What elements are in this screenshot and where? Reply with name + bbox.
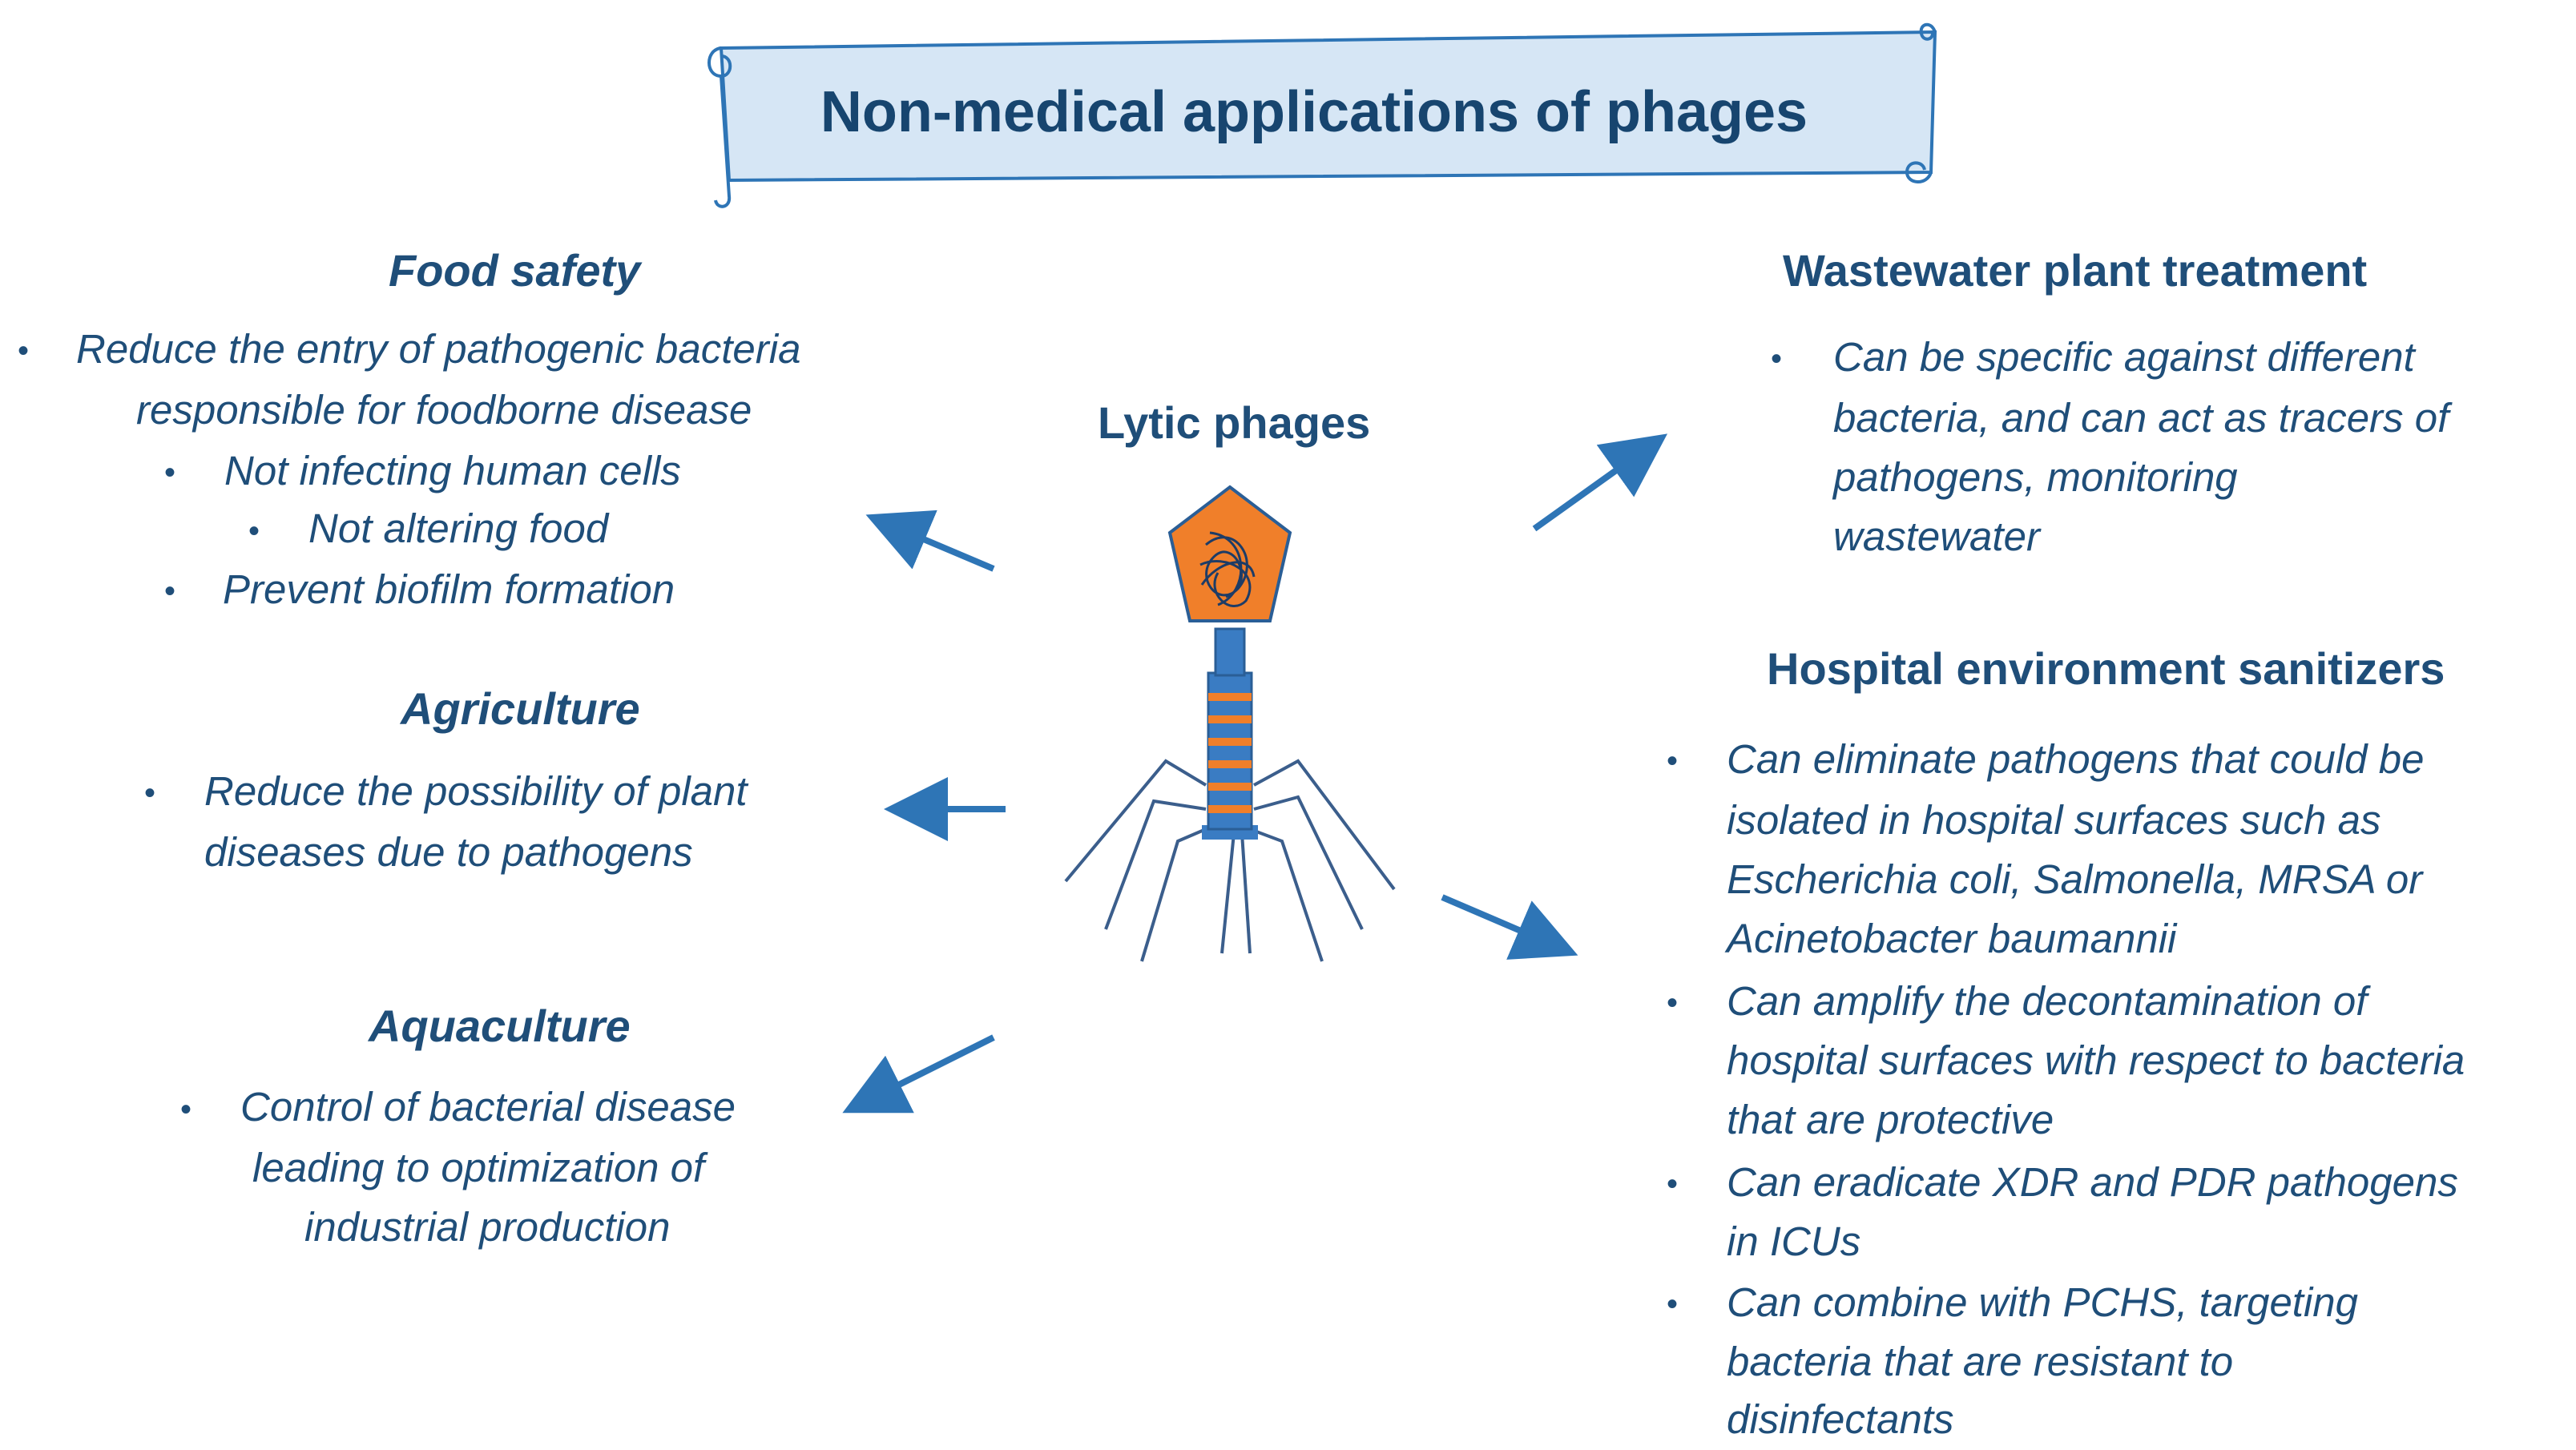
agriculture-item-1-line-1: Reduce the possibility of plant <box>204 768 748 814</box>
food-safety-item-4: Prevent biofilm formation <box>223 566 675 612</box>
bullet: • <box>18 333 30 369</box>
bullet: • <box>248 514 260 549</box>
hospital-item-3-line-2: in ICUs <box>1727 1218 1861 1264</box>
hospital-item-2-line-3: that are protective <box>1727 1097 2054 1142</box>
hospital-item-1-line-3: Escherichia coli, Salmonella, MRSA or <box>1727 856 2423 902</box>
wastewater-item-1-line-3: pathogens, monitoring <box>1833 454 2238 500</box>
food-safety-heading: Food safety <box>389 245 641 296</box>
aquaculture-item-1-line-1: Control of bacterial disease <box>240 1084 736 1130</box>
aquaculture-heading: Aquaculture <box>369 1001 631 1051</box>
bullet: • <box>1771 341 1783 377</box>
hospital-item-3-line-1: Can eradicate XDR and PDR pathogens <box>1727 1159 2458 1205</box>
banner-title: Non-medical applications of phages <box>820 80 1808 144</box>
hospital-item-1-line-1: Can eliminate pathogens that could be <box>1727 736 2425 782</box>
wastewater-item-1-line-1: Can be specific against different <box>1833 334 2415 380</box>
hospital-item-2-line-1: Can amplify the decontamination of <box>1727 978 2368 1024</box>
wastewater-item-1-line-4: wastewater <box>1833 514 2040 559</box>
hospital-item-4-line-3: disinfectants <box>1727 1396 1954 1442</box>
wastewater-item-1-line-2: bacteria, and can act as tracers of <box>1833 395 2449 441</box>
wastewater-heading: Wastewater plant treatment <box>1783 245 2368 296</box>
bullet: • <box>164 455 176 490</box>
arrow-icon <box>842 1034 995 1114</box>
hospital-item-2-line-2: hospital surfaces with respect to bacter… <box>1727 1037 2465 1083</box>
arrow-icon <box>1532 433 1668 532</box>
agriculture-item-1-line-2: diseases due to pathogens <box>204 829 693 875</box>
bullet: • <box>144 775 156 811</box>
center-label: Lytic phages <box>1098 397 1371 448</box>
food-safety-item-3: Not altering food <box>308 505 609 551</box>
bullet: • <box>180 1092 192 1127</box>
arrow-icon <box>1441 894 1578 960</box>
bullet: • <box>1667 1287 1679 1322</box>
hospital-heading: Hospital environment sanitizers <box>1767 643 2445 694</box>
arrow-icon <box>865 510 995 572</box>
food-safety-item-1-line-1: Reduce the entry of pathogenic bacteria <box>76 326 801 372</box>
aquaculture-item-1-line-2: leading to optimization of <box>252 1145 705 1190</box>
hospital-item-4-line-2: bacteria that are resistant to <box>1727 1339 2234 1384</box>
hospital-item-4-line-1: Can combine with PCHS, targeting <box>1727 1279 2359 1325</box>
bullet: • <box>1667 1166 1679 1202</box>
food-safety-item-1-line-2: responsible for foodborne disease <box>136 387 752 433</box>
aquaculture-item-1-line-3: industrial production <box>304 1204 671 1250</box>
bullet: • <box>164 574 176 609</box>
food-safety-item-2: Not infecting human cells <box>224 448 681 493</box>
hospital-item-1-line-2: isolated in hospital surfaces such as <box>1727 797 2381 843</box>
bullet: • <box>1667 743 1679 779</box>
hospital-item-1-line-4: Acinetobacter baumannii <box>1727 916 2177 961</box>
agriculture-heading: Agriculture <box>401 683 640 734</box>
bullet: • <box>1667 985 1679 1021</box>
